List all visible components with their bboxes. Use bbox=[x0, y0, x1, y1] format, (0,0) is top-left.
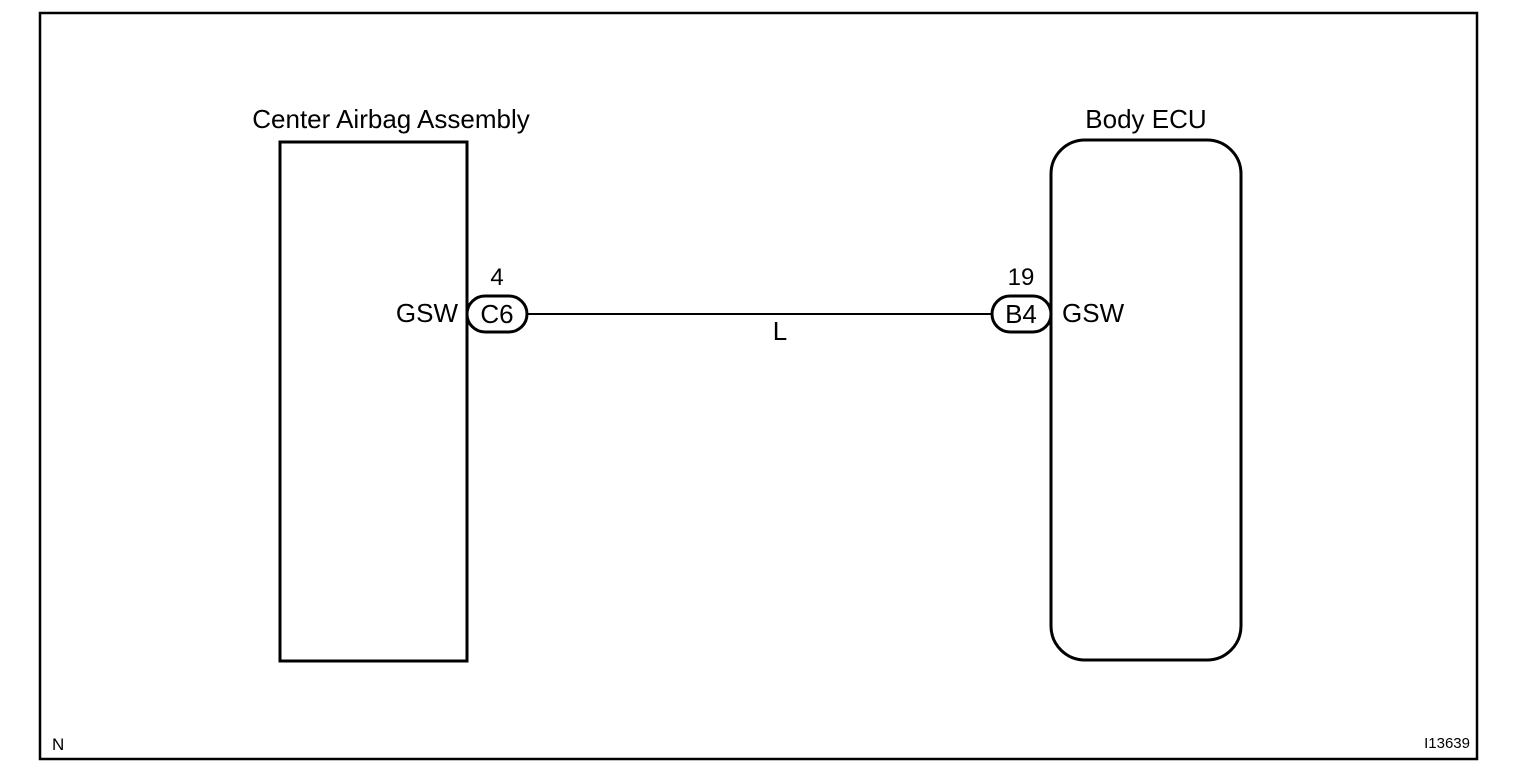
right-connector-id: B4 bbox=[1005, 299, 1037, 329]
wire-color-label: L bbox=[773, 316, 787, 346]
body-ecu-title: Body ECU bbox=[1085, 104, 1206, 134]
center-airbag-assembly-title: Center Airbag Assembly bbox=[252, 104, 529, 134]
right-connector-oval bbox=[990, 294, 1053, 334]
right-pin-number: 19 bbox=[1008, 264, 1035, 291]
figure-id-label: I13639 bbox=[1424, 735, 1470, 752]
left-terminal-label: GSW bbox=[396, 298, 459, 328]
left-connector-id: C6 bbox=[480, 299, 513, 329]
right-terminal-label: GSW bbox=[1062, 298, 1125, 328]
body-ecu-box bbox=[1049, 138, 1243, 662]
left-pin-number: 4 bbox=[490, 264, 503, 291]
corner-label-left: N bbox=[52, 735, 64, 754]
left-connector-oval bbox=[465, 294, 529, 334]
center-airbag-assembly-box bbox=[278, 140, 469, 663]
diagram-frame bbox=[38, 11, 1479, 761]
